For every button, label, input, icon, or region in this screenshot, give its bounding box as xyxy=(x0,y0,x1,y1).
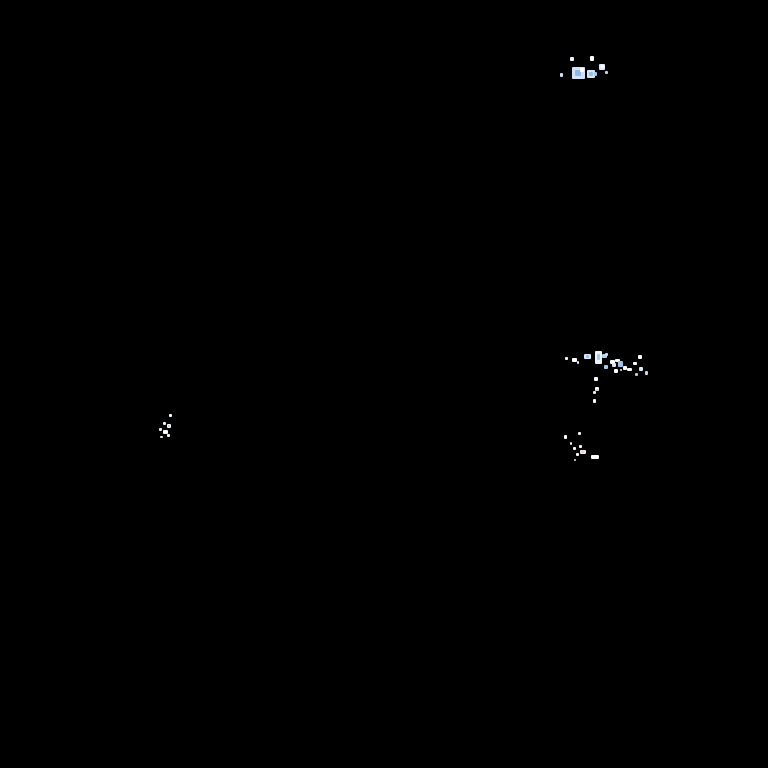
light-speck xyxy=(590,56,594,61)
light-speck xyxy=(612,363,616,367)
light-speck xyxy=(159,428,162,431)
light-speck xyxy=(574,459,576,461)
light-speck xyxy=(594,377,598,381)
light-speck xyxy=(639,367,643,371)
light-speck xyxy=(570,442,572,445)
light-speck xyxy=(160,436,163,438)
light-speck xyxy=(580,450,586,454)
light-speck xyxy=(163,422,166,425)
light-speck xyxy=(581,451,584,453)
light-speck xyxy=(645,371,648,375)
light-speck xyxy=(623,366,627,370)
light-speck xyxy=(580,68,584,72)
light-speck xyxy=(615,359,620,362)
light-speck xyxy=(638,355,642,359)
light-speck xyxy=(597,354,600,360)
light-speck xyxy=(564,435,567,439)
light-speck xyxy=(167,434,170,437)
light-speck xyxy=(594,72,597,76)
light-speck xyxy=(560,73,563,77)
light-speck xyxy=(163,430,168,434)
light-speck xyxy=(614,369,618,373)
light-speck xyxy=(595,387,599,391)
light-speck xyxy=(168,425,170,427)
light-speck xyxy=(589,72,593,76)
light-speck xyxy=(596,389,598,391)
light-speck xyxy=(573,447,576,450)
light-speck xyxy=(605,353,608,356)
light-speck xyxy=(570,57,574,61)
light-speck xyxy=(572,67,585,79)
light-speck xyxy=(633,362,637,365)
light-speck xyxy=(586,355,589,358)
light-speck xyxy=(575,70,581,76)
light-speck xyxy=(605,71,608,74)
light-speck xyxy=(599,64,605,70)
light-speck xyxy=(587,70,595,78)
light-speck xyxy=(576,453,579,456)
light-speck xyxy=(593,391,596,394)
light-speck xyxy=(579,445,582,448)
light-speck xyxy=(595,351,602,364)
light-speck xyxy=(604,365,608,369)
light-speck xyxy=(565,357,568,360)
light-speck xyxy=(618,361,623,367)
light-speck xyxy=(635,373,638,376)
light-speck xyxy=(601,65,604,68)
light-speck xyxy=(610,360,615,364)
light-speck xyxy=(167,424,171,428)
light-speck xyxy=(591,455,599,459)
light-speck xyxy=(627,368,632,371)
light-speck xyxy=(584,354,591,359)
light-speck xyxy=(593,399,596,403)
light-speck xyxy=(578,432,581,435)
light-speck xyxy=(602,354,607,358)
light-speck xyxy=(577,361,579,364)
light-speck xyxy=(572,358,577,362)
light-speck xyxy=(169,414,172,417)
light-speck xyxy=(620,369,622,371)
